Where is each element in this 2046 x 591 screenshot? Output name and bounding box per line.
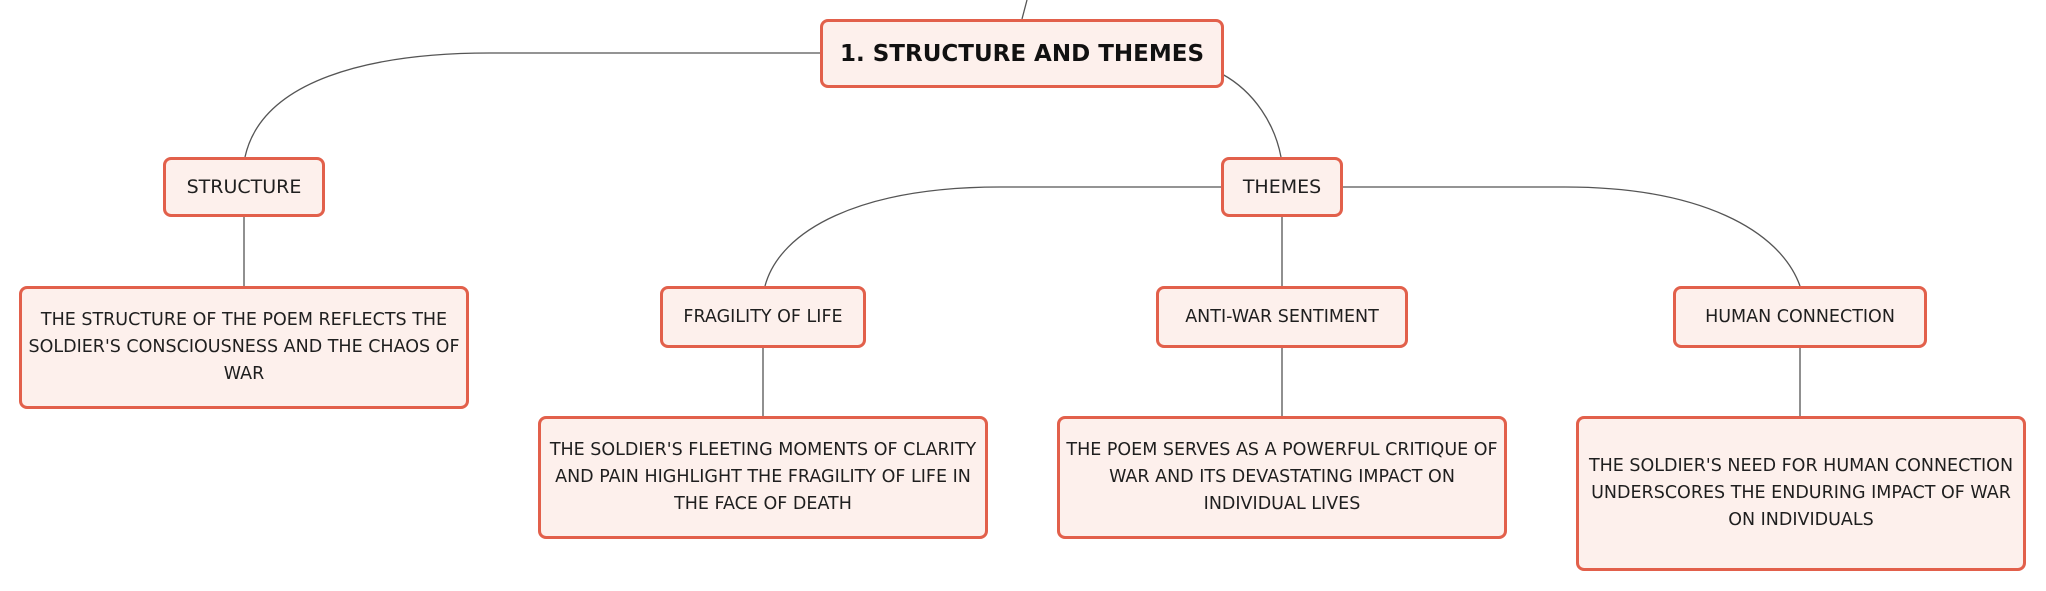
- fragility-of-life-node[interactable]: FRAGILITY OF LIFE: [660, 286, 866, 348]
- anti-war-sentiment-node[interactable]: ANTI-WAR SENTIMENT: [1156, 286, 1408, 348]
- connector-root-to-structure: [244, 52, 820, 158]
- connector-parent-to-root: [1021, 0, 1028, 20]
- anti-war-description-node[interactable]: THE POEM SERVES AS A POWERFUL CRITIQUE O…: [1057, 416, 1507, 539]
- anti-war-sentiment-label: ANTI-WAR SENTIMENT: [1185, 307, 1379, 327]
- structure-description-text: THE STRUCTURE OF THE POEM REFLECTS THE S…: [28, 310, 460, 384]
- root-node-label: 1. STRUCTURE AND THEMES: [839, 40, 1205, 67]
- anti-war-description-text: THE POEM SERVES AS A POWERFUL CRITIQUE O…: [1066, 440, 1498, 514]
- root-node[interactable]: 1. STRUCTURE AND THEMES: [820, 19, 1224, 88]
- themes-node[interactable]: THEMES: [1221, 157, 1343, 217]
- human-connection-description-text: THE SOLDIER'S NEED FOR HUMAN CONNECTION …: [1588, 456, 2014, 530]
- structure-description-node[interactable]: THE STRUCTURE OF THE POEM REFLECTS THE S…: [19, 286, 469, 409]
- human-connection-description-node[interactable]: THE SOLDIER'S NEED FOR HUMAN CONNECTION …: [1576, 416, 2026, 571]
- connector-themes-to-human: [1343, 186, 1801, 287]
- structure-node[interactable]: STRUCTURE: [163, 157, 325, 217]
- themes-node-label: THEMES: [1242, 176, 1322, 198]
- fragility-description-node[interactable]: THE SOLDIER'S FLEETING MOMENTS OF CLARIT…: [538, 416, 988, 539]
- fragility-of-life-label: FRAGILITY OF LIFE: [683, 307, 843, 327]
- connector-themes-to-fragility: [764, 186, 1221, 287]
- connector-root-to-themes: [1221, 73, 1282, 158]
- structure-node-label: STRUCTURE: [186, 176, 302, 198]
- human-connection-label: HUMAN CONNECTION: [1705, 307, 1895, 327]
- fragility-description-text: THE SOLDIER'S FLEETING MOMENTS OF CLARIT…: [549, 440, 977, 514]
- human-connection-node[interactable]: HUMAN CONNECTION: [1673, 286, 1927, 348]
